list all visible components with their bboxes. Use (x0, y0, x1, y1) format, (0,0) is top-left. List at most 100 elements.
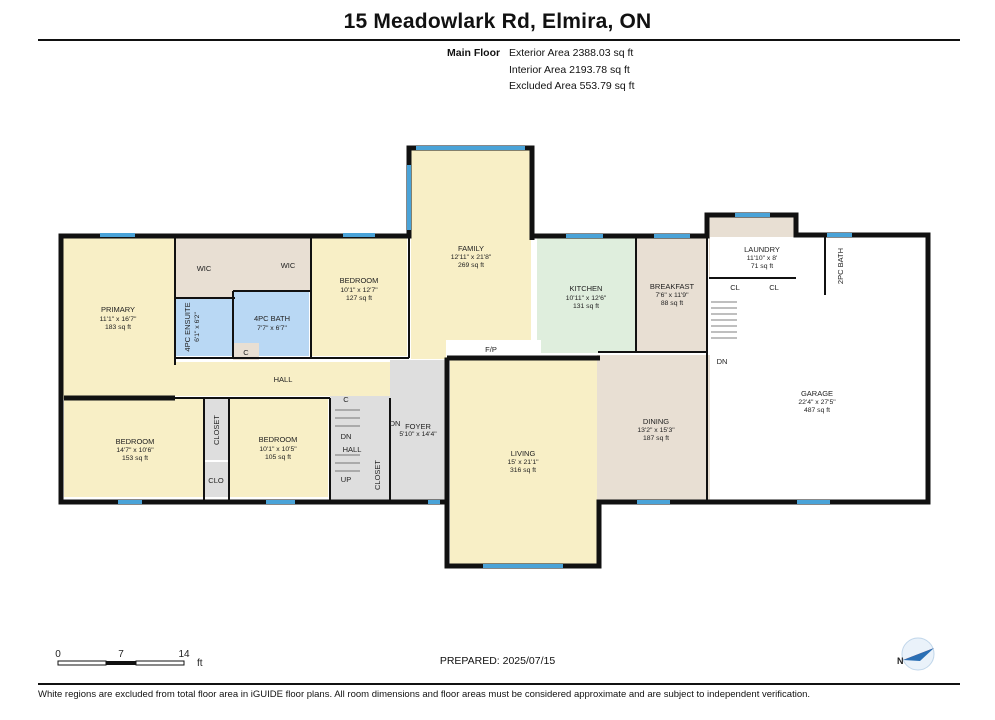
kitchen-area: 131 sq ft (573, 303, 599, 310)
scale-segment-2 (106, 661, 136, 665)
hall-room (172, 362, 390, 396)
dn3-label: DN (390, 419, 401, 428)
ensuite-label: 4PC ENSUITE (183, 302, 192, 351)
disclaimer: White regions are excluded from total fl… (38, 689, 811, 700)
c1-label: C (243, 348, 249, 357)
prepared-date: PREPARED: 2025/07/15 (439, 655, 556, 667)
bedroom1-area: 127 sq ft (346, 295, 372, 302)
bath4-label: 4PC BATH (254, 314, 290, 323)
exterior-area: Exterior Area 2388.03 sq ft (509, 47, 634, 59)
thick-partitions (64, 236, 600, 401)
bedroom2-dims: 14'7" x 10'6" (116, 447, 154, 454)
c2-label: C (343, 395, 349, 404)
living-room (450, 360, 597, 565)
closet-1 (204, 398, 228, 460)
bedroom-3 (230, 398, 328, 497)
room-labels: PRIMARY 11'1" x 16'7" 183 sq ft WIC WIC … (100, 244, 845, 490)
wic-1 (175, 236, 235, 298)
breakfast-label: BREAKFAST (650, 282, 695, 291)
floor-label: Main Floor (447, 47, 501, 59)
living-label: LIVING (511, 449, 536, 458)
compass-icon: N (897, 637, 935, 671)
garage-room (710, 237, 925, 502)
clo-closet (204, 462, 228, 497)
bedroom1-dims: 10'1" x 12'7" (340, 287, 378, 294)
laundry-dims: 11'10" x 8' (747, 255, 778, 262)
stairs (335, 301, 737, 472)
garage-area: 487 sq ft (804, 407, 830, 414)
fp-label: F/P (485, 345, 497, 354)
dining-dims: 13'2" x 15'3" (637, 427, 675, 434)
wic1-label: WIC (197, 264, 212, 273)
closet2-label: CLOSET (373, 460, 382, 490)
garage-label: GARAGE (801, 389, 833, 398)
kitchen-room (537, 237, 636, 353)
room-fills (61, 149, 925, 565)
dining-label: DINING (643, 417, 669, 426)
primary-label: PRIMARY (101, 305, 135, 314)
ensuite-room (175, 298, 233, 356)
listing-title: 15 Meadowlark Rd, Elmira, ON (343, 10, 652, 33)
breakfast-area: 88 sq ft (661, 300, 683, 307)
scale-label-0: 0 (55, 649, 61, 660)
scale-bar: 0 7 14 ft (55, 649, 203, 669)
wall-living (444, 357, 715, 569)
family-dims: 12'11" x 21'8" (451, 254, 492, 261)
dn2-label: DN (341, 432, 352, 441)
clo-label: CLO (208, 476, 224, 485)
bedroom-2 (64, 399, 204, 497)
scale-segment-3 (135, 660, 185, 666)
bedroom1-label: BEDROOM (340, 276, 379, 285)
family-label: FAMILY (458, 244, 484, 253)
dining-room (597, 355, 710, 500)
up-label: UP (341, 475, 351, 484)
fireplace (446, 340, 541, 357)
foyer-room (390, 360, 447, 502)
primary-area: 183 sq ft (105, 324, 131, 331)
scale-label-7: 7 (118, 649, 124, 660)
dn1-label: DN (717, 357, 728, 366)
wic-2 (265, 236, 311, 291)
foyer-label: FOYER (405, 422, 431, 431)
bedroom3-area: 105 sq ft (265, 454, 291, 461)
bedroom2-label: BEDROOM (116, 437, 155, 446)
bedroom2-area: 153 sq ft (122, 455, 148, 462)
excluded-area: Excluded Area 553.79 sq ft (509, 80, 635, 92)
laundry-label: LAUNDRY (744, 245, 780, 254)
bedroom3-dims: 10'1" x 10'5" (259, 446, 297, 453)
cl2-label: CL (769, 283, 779, 292)
garage-dims: 22'4" x 27'5" (798, 399, 836, 406)
scale-unit: ft (197, 658, 203, 669)
primary-dims: 11'1" x 16'7" (100, 316, 137, 323)
interior-area: Interior Area 2193.78 sq ft (509, 64, 630, 76)
bedroom3-label: BEDROOM (259, 435, 298, 444)
scale-label-14: 14 (178, 649, 190, 660)
dining-area: 187 sq ft (643, 435, 669, 442)
ensuite-dims: 6'1" x 6'2" (194, 312, 201, 342)
living-dims: 15' x 21'1" (507, 459, 539, 466)
wic2-label: WIC (281, 261, 296, 270)
footer-divider (38, 683, 960, 685)
breakfast-room (636, 237, 707, 352)
living-area: 316 sq ft (510, 467, 536, 474)
closet1-label: CLOSET (212, 415, 221, 445)
closet-2 (364, 450, 390, 500)
foyer-dims: 5'10" x 14'4" (399, 431, 437, 438)
family-area: 269 sq ft (458, 262, 484, 269)
breakfast-dims: 7'6" x 11'9" (656, 292, 690, 299)
bath2-label: 2PC BATH (836, 248, 845, 284)
closet-between-wic (235, 236, 265, 291)
kitchen-dims: 10'11" x 12'6" (566, 295, 607, 302)
interior-walls (64, 235, 826, 502)
bath4-dims: 7'7" x 6'7" (257, 325, 287, 332)
family-room (411, 149, 531, 359)
windows (100, 146, 852, 568)
hall-label: HALL (274, 375, 293, 384)
c-closet-1 (233, 343, 259, 360)
cl1-label: CL (730, 283, 740, 292)
compass-letter: N (897, 656, 904, 666)
laundry-area: 71 sq ft (751, 263, 773, 270)
header-divider (38, 39, 960, 41)
hall2-label: HALL (343, 445, 362, 454)
